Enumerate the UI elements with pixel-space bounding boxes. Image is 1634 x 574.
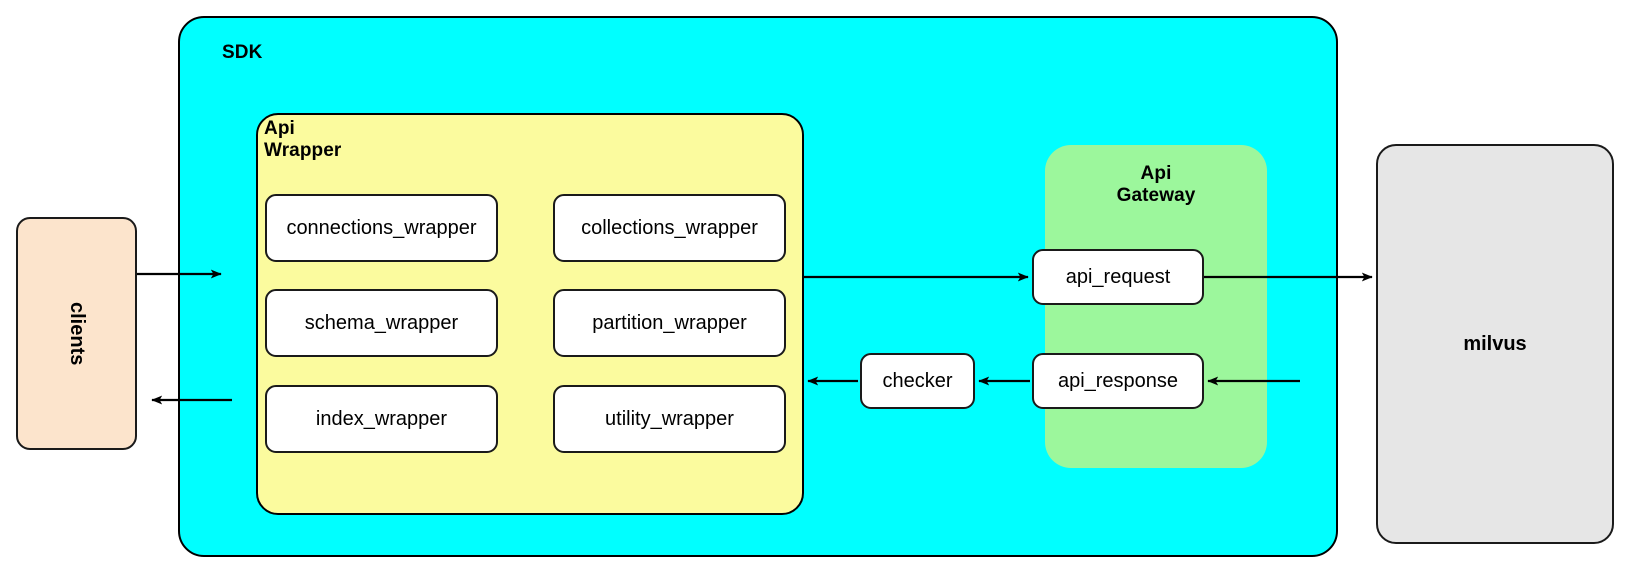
node-milvus[interactable]: milvus [1376, 144, 1614, 544]
node-api-response[interactable]: api_response [1032, 353, 1204, 409]
node-connections-wrapper-label: connections_wrapper [286, 216, 477, 239]
node-checker[interactable]: checker [860, 353, 975, 409]
node-collections-wrapper-label: collections_wrapper [581, 216, 758, 239]
node-checker-label: checker [882, 369, 953, 392]
node-index-wrapper[interactable]: index_wrapper [265, 385, 498, 453]
node-api-request-label: api_request [1065, 265, 1171, 288]
node-connections-wrapper[interactable]: connections_wrapper [265, 194, 498, 262]
node-partition-wrapper-label: partition_wrapper [592, 311, 747, 334]
node-schema-wrapper-label: schema_wrapper [304, 311, 459, 334]
node-partition-wrapper[interactable]: partition_wrapper [553, 289, 786, 357]
api-wrapper-container-label: Api Wrapper [264, 118, 342, 162]
node-index-wrapper-label: index_wrapper [315, 407, 448, 430]
sdk-container-label: SDK [222, 42, 263, 63]
node-api-response-label: api_response [1057, 369, 1179, 392]
node-clients[interactable]: clients [16, 217, 137, 450]
node-utility-wrapper[interactable]: utility_wrapper [553, 385, 786, 453]
api-gateway-container[interactable] [1045, 145, 1267, 468]
node-schema-wrapper[interactable]: schema_wrapper [265, 289, 498, 357]
api-gateway-container-label: Api Gateway [1116, 163, 1196, 207]
node-utility-wrapper-label: utility_wrapper [605, 407, 734, 430]
node-collections-wrapper[interactable]: collections_wrapper [553, 194, 786, 262]
node-api-request[interactable]: api_request [1032, 249, 1204, 305]
node-milvus-label: milvus [1463, 332, 1527, 355]
node-clients-label: clients [66, 301, 88, 366]
